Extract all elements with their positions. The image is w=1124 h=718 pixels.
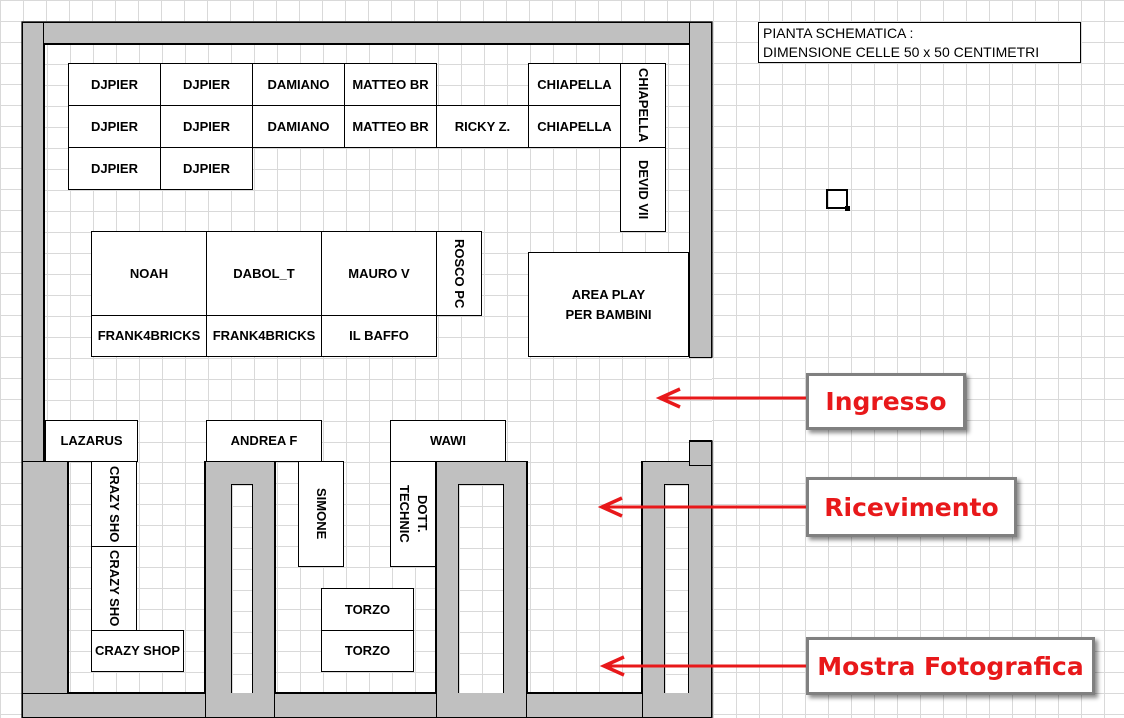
label-mostra-fotografica-text: Mostra Fotografica [817, 651, 1084, 681]
arrow-ricevimento [597, 496, 806, 518]
table-dabol-t[interactable]: DABOL_T [206, 231, 322, 316]
legend-box: PIANTA SCHEMATICA : DIMENSIONE CELLE 50 … [758, 22, 1081, 63]
table-djpier-5[interactable]: DJPIER [68, 147, 161, 190]
table-torzo-2[interactable]: TORZO [321, 630, 414, 672]
table-ricky-z[interactable]: RICKY Z. [436, 105, 529, 148]
table-devid-vii[interactable]: DEVID VII [620, 147, 666, 232]
arrow-mostra-fotografica [599, 655, 806, 677]
wall-right-lower-step [689, 441, 712, 466]
table-chiapella-vertical[interactable]: CHIAPELLA [620, 63, 666, 148]
table-djpier-1[interactable]: DJPIER [68, 63, 161, 106]
selected-cell-indicator [826, 189, 850, 211]
table-crazy-sho-1-label: CRAZY SHO [107, 465, 122, 543]
table-rosco-pc[interactable]: ROSCO PC [436, 231, 482, 316]
table-il-baffo[interactable]: IL BAFFO [321, 315, 437, 357]
label-mostra-fotografica[interactable]: Mostra Fotografica [806, 637, 1095, 695]
label-ricevimento[interactable]: Ricevimento [806, 477, 1017, 537]
table-chiapella-vertical-label: CHIAPELLA [636, 68, 651, 143]
table-frank4bricks-2[interactable]: FRANK4BRICKS [206, 315, 322, 357]
table-crazy-shop[interactable]: CRAZY SHOP [91, 630, 184, 672]
table-chiapella-2[interactable]: CHIAPELLA [528, 105, 621, 148]
table-simone[interactable]: SIMONE [298, 461, 344, 567]
label-ricevimento-text: Ricevimento [824, 492, 999, 522]
table-crazy-sho-2-label: CRAZY SHO [107, 550, 122, 627]
label-ingresso-text: Ingresso [825, 387, 947, 416]
wall-pillar-1-gap [231, 484, 253, 693]
table-crazy-sho-2[interactable]: CRAZY SHO [91, 546, 137, 631]
table-noah[interactable]: NOAH [91, 231, 207, 316]
table-damiano-1[interactable]: DAMIANO [252, 63, 345, 106]
table-crazy-sho-1[interactable]: CRAZY SHO [91, 461, 137, 547]
table-lazarus[interactable]: LAZARUS [45, 420, 138, 462]
table-devid-vii-label: DEVID VII [636, 159, 651, 220]
table-matteo-br-2[interactable]: MATTEO BR [344, 105, 437, 148]
table-djpier-6[interactable]: DJPIER [160, 147, 253, 190]
legend-title: PIANTA SCHEMATICA : [763, 25, 914, 41]
wall-pillar-2-gap [458, 484, 504, 693]
table-simone-label: SIMONE [314, 488, 329, 540]
table-andrea-f[interactable]: ANDREA F [206, 420, 322, 462]
arrow-ingresso [655, 387, 806, 409]
table-djpier-2[interactable]: DJPIER [160, 63, 253, 106]
table-wawi[interactable]: WAWI [390, 420, 506, 462]
legend-cell-size: DIMENSIONE CELLE 50 x 50 CENTIMETRI [763, 44, 1040, 60]
wall-right-lower-gap [664, 484, 689, 693]
table-torzo-1[interactable]: TORZO [321, 588, 414, 631]
table-dott-technic[interactable]: DOTT. TECHNIC [390, 461, 436, 567]
table-matteo-br-1[interactable]: MATTEO BR [344, 63, 437, 106]
label-ingresso[interactable]: Ingresso [806, 373, 966, 430]
table-dott-technic-label: DOTT. TECHNIC [397, 485, 430, 543]
table-rosco-pc-label: ROSCO PC [452, 238, 467, 309]
area-play-per-bambini[interactable]: AREA PLAY PER BAMBINI [528, 252, 689, 357]
wall-bottom-left-col [22, 461, 68, 718]
